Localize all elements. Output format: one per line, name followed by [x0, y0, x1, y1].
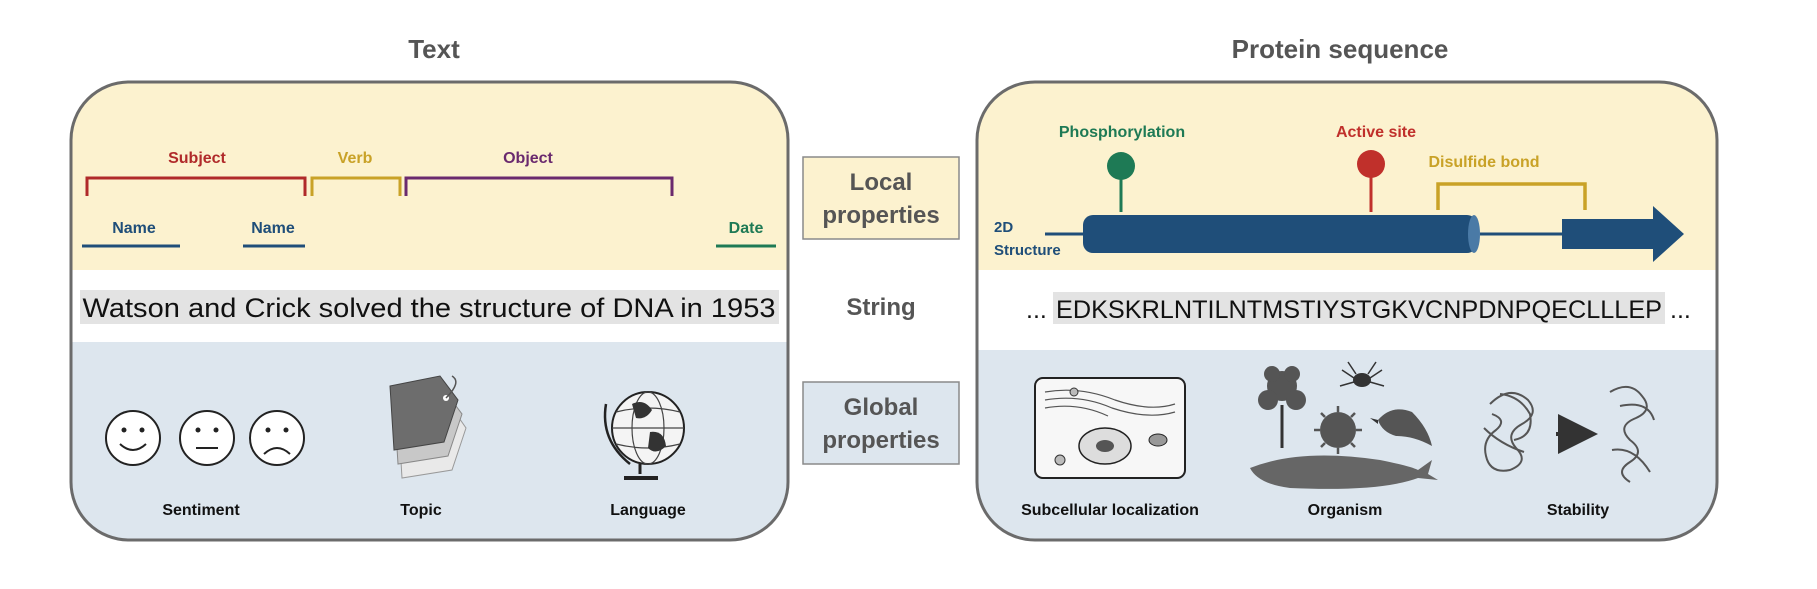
sentiment-label: Sentiment: [162, 502, 240, 519]
neutral-face-icon: [179, 410, 235, 466]
tree-icon: [1258, 366, 1306, 448]
subject-bracket: Subject: [85, 150, 307, 196]
protein-string-prefix: ...: [1026, 296, 1047, 324]
disulfide-bond-bracket: Disulfide bond: [1428, 154, 1587, 210]
subject-label: Subject: [168, 150, 226, 167]
global-properties-box: Global properties: [802, 381, 960, 465]
text-string-highlight: [80, 290, 779, 324]
text-local-band: [71, 82, 788, 270]
phosphorylation-label: Phosphorylation: [1059, 124, 1185, 141]
active-site-label: Active site: [1336, 124, 1416, 141]
global-properties-line1: Global: [844, 394, 919, 421]
language-label: Language: [610, 502, 686, 519]
protein-string-suffix: ...: [1670, 296, 1691, 324]
structure-label-line2: Structure: [994, 242, 1061, 259]
name-label-1: Name: [112, 220, 156, 237]
secondary-structure-track: 2D Structure: [994, 206, 1684, 262]
name-entity-2: Name: [243, 220, 305, 248]
local-properties-box: Local properties: [802, 156, 960, 240]
name-label-2: Name: [251, 220, 295, 237]
object-bracket: Object: [404, 150, 674, 196]
bird-icon: [1370, 409, 1432, 446]
subcellular-label: Subcellular localization: [1021, 502, 1199, 519]
virus-icon: [1314, 406, 1362, 454]
protein-panel-border: [975, 80, 1719, 542]
folded-protein-icon: [1483, 392, 1534, 472]
date-entity: Date: [716, 220, 776, 248]
verb-bracket: Verb: [310, 150, 402, 196]
cell-icon: [1034, 377, 1186, 479]
text-string: Watson and Crick solved the structure of…: [83, 293, 776, 323]
protein-panel-title: Protein sequence: [1232, 34, 1449, 64]
verb-label: Verb: [338, 150, 373, 167]
active-site-marker: Active site: [1336, 124, 1416, 212]
unfolded-protein-icon: [1609, 385, 1655, 483]
disulfide-label: Disulfide bond: [1428, 154, 1539, 171]
organisms-icon: [1250, 361, 1438, 489]
local-properties-line2: properties: [822, 202, 939, 229]
global-properties-line2: properties: [822, 427, 939, 454]
local-properties-line1: Local: [850, 169, 913, 196]
date-label: Date: [729, 220, 764, 237]
happy-face-icon: [105, 410, 161, 466]
topic-label: Topic: [400, 502, 442, 519]
structure-label-line1: 2D: [994, 219, 1013, 236]
stability-label: Stability: [1547, 502, 1609, 519]
phosphorylation-marker: Phosphorylation: [1059, 124, 1185, 212]
organism-label: Organism: [1308, 502, 1383, 519]
spider-icon: [1339, 361, 1385, 387]
object-label: Object: [503, 150, 553, 167]
beta-strand-arrow: [1562, 206, 1684, 262]
string-label: String: [846, 294, 915, 321]
globe-icon: [603, 391, 685, 480]
alpha-helix-cylinder: [1083, 215, 1477, 253]
protein-string-highlight: [1053, 292, 1665, 324]
text-panel-border: [69, 80, 790, 542]
protein-string: EDKSKRLNTILNTMSTIYSTGKVCNPDNPQECLLLEP: [1056, 296, 1662, 324]
sad-face-icon: [249, 410, 305, 466]
topic-tags-icon: [389, 375, 467, 479]
whale-icon: [1250, 455, 1438, 489]
stability-icon: [1483, 385, 1655, 483]
text-panel-title: Text: [408, 34, 460, 64]
name-entity-1: Name: [82, 220, 180, 248]
